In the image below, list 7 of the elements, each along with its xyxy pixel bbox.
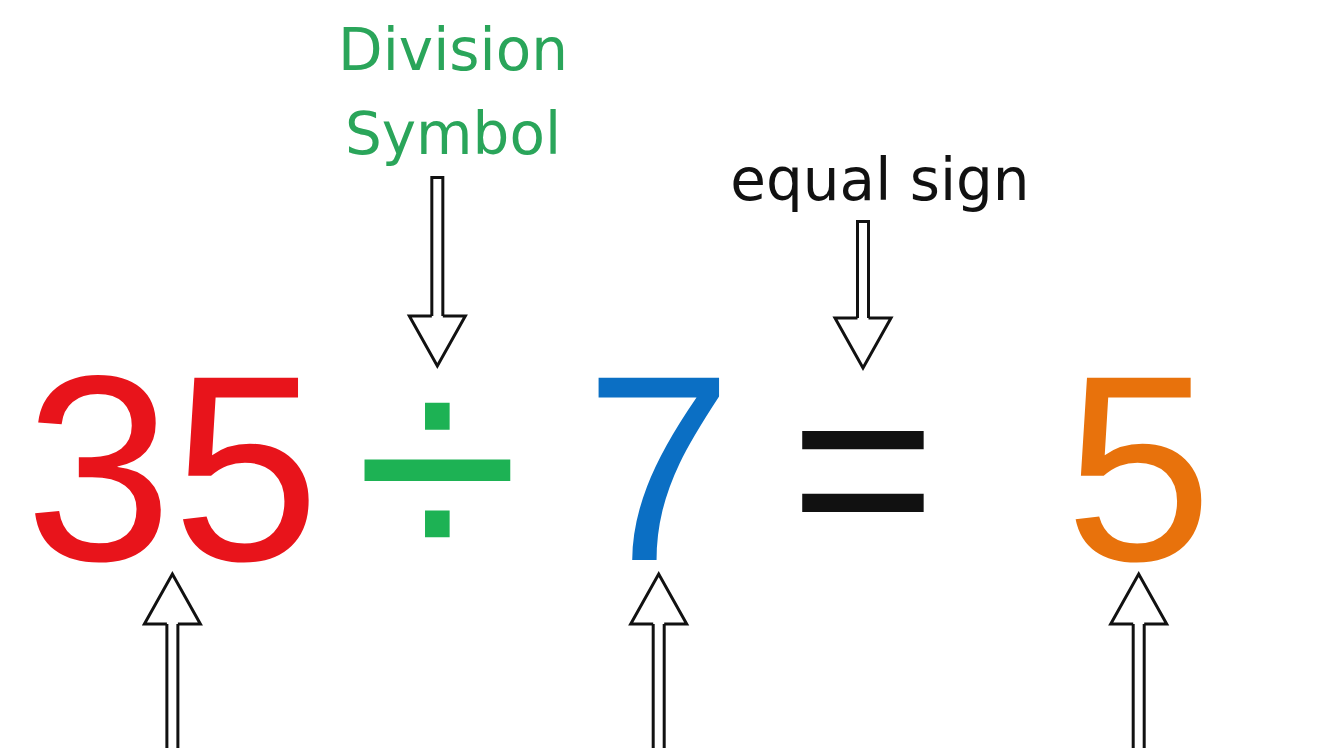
number-text: 7 xyxy=(585,362,733,574)
number-text: 5 xyxy=(1065,362,1213,574)
label-text: equal sign xyxy=(715,140,1045,220)
number-text: 35 xyxy=(25,362,320,574)
label-text: Division Symbol xyxy=(318,8,588,176)
equals-sign: = xyxy=(790,368,936,568)
division-sign: ÷ xyxy=(355,366,520,566)
